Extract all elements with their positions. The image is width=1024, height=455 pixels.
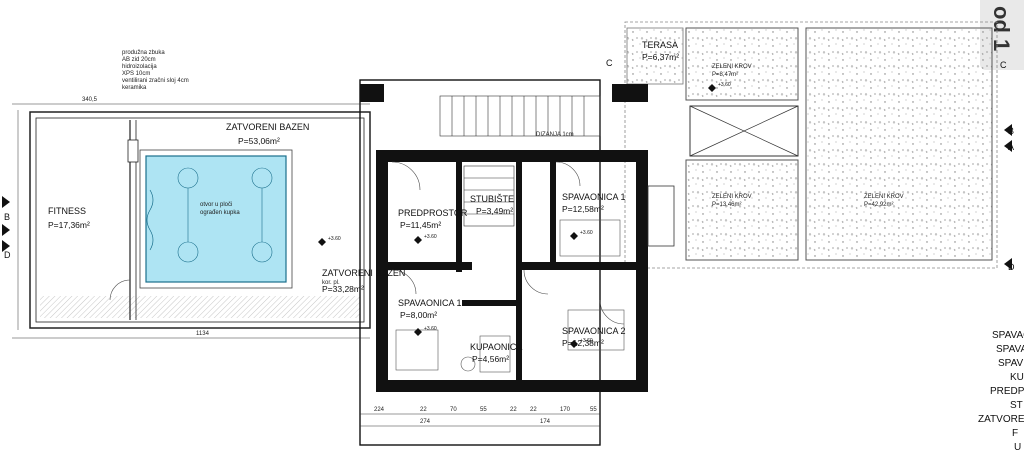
marker-d-left: D [4, 250, 11, 260]
marker-c-right: C [1000, 60, 1007, 70]
dim-row2-5: 174 [540, 419, 551, 425]
dim-row-5: 22 [510, 407, 517, 413]
room-name-zeleni2: ZELENI KROV [712, 194, 752, 200]
room-sub-bazen2: kor. pl. [322, 280, 340, 286]
room-name-kupaonica: KUPAONICA [470, 342, 522, 352]
room-name-zeleni1: ZELENI KROV [712, 64, 752, 70]
pool-note-2: ograđen kupka [200, 210, 240, 216]
elevation-6: +3.60 [718, 82, 731, 88]
legend-7: ZATVORENI [978, 414, 1024, 425]
legend-6: ST [1010, 400, 1023, 411]
room-name-zeleni3: ZELENI KROV [864, 194, 904, 200]
room-area-spavaonica2: P=12,38m² [562, 338, 604, 348]
room-area-bazen2: P=33,28m² [322, 284, 364, 294]
legend-8: F [1012, 428, 1018, 439]
marker-a-right: A [1008, 142, 1014, 152]
room-labels: FITNESS P=17,36m² ZATVORENI BAZEN P=53,0… [48, 40, 904, 364]
room-area-zeleni2: P=13,46m² [712, 202, 742, 208]
spec-3: hidroizolacija [122, 64, 157, 70]
dim-row-8: 55 [590, 407, 597, 413]
room-name-predprostor: PREDPROSTOR [398, 208, 468, 218]
legend-2: SPAVA [996, 344, 1024, 355]
spec-6: keramika [122, 85, 147, 91]
dim-row-4: 55 [480, 407, 487, 413]
legend-1: SPAVAC [992, 330, 1024, 341]
legend-5: PREDPR [990, 386, 1024, 397]
room-area-fitness: P=17,36m² [48, 220, 90, 230]
marker-b-right: B [1008, 126, 1014, 136]
room-name-spavaonica2: SPAVAONICA 2 [562, 326, 626, 336]
spec-5: ventilirani zračni sloj 4cm [122, 78, 189, 84]
dim-row-3: 70 [450, 407, 457, 413]
room-area-bazen: P=53,06m² [238, 136, 280, 146]
room-name-fitness: FITNESS [48, 206, 86, 216]
green-roof-area [624, 21, 998, 269]
elevation-3: +3.60 [580, 230, 593, 236]
dimension-labels: 340,5 1134 224 22 70 55 22 22 170 55 274… [82, 97, 597, 425]
marker-c-left: C [606, 58, 613, 68]
spec-4: XPS 10cm [122, 71, 150, 77]
elevation-4: +3.60 [424, 326, 437, 332]
room-area-zeleni1: P=8,47m² [712, 72, 738, 78]
pool-wing [29, 111, 371, 329]
spec-2: AB zid 20cm [122, 57, 156, 63]
dim-row-2: 22 [420, 407, 427, 413]
room-area-stubiste: P=3,49m² [476, 206, 513, 216]
legend-9: U [1014, 442, 1021, 453]
marker-d-right: D [1008, 262, 1015, 272]
spec-notes-top: produžna zbuka AB zid 20cm hidroizolacij… [122, 50, 189, 91]
marker-b-left: B [4, 212, 10, 222]
room-name-spavaonica-left: SPAVAONICA 1 [398, 298, 462, 308]
section-markers: B D B A D C C [2, 58, 1015, 272]
room-area-kupaonica: P=4,56m² [472, 354, 509, 364]
dim-bottom-total: 1134 [196, 331, 210, 337]
elevation-5: +3.60 [580, 338, 593, 344]
room-name-stubiste: STUBIŠTE 1 [470, 194, 522, 204]
house-plan [359, 79, 675, 446]
dim-top-fitness: 340,5 [82, 97, 98, 103]
elevation-2: +3.60 [424, 234, 437, 240]
dimension-lines [12, 103, 600, 427]
room-area-predprostor: P=11,45m² [400, 220, 441, 230]
stair-label: DIZANJA 1cm [536, 132, 574, 138]
legend-partial: SPAVAC SPAVA SPAV KU PREDPR ST ZATVORENI… [978, 330, 1024, 453]
legend-4: KU [1010, 372, 1024, 383]
room-area-spavaonica-left: P=8,00m² [400, 310, 437, 320]
dim-row-6: 22 [530, 407, 537, 413]
dim-row2-3: 274 [420, 419, 431, 425]
legend-3: SPAV [998, 358, 1024, 369]
room-name-terasa: TERASA [642, 40, 678, 50]
elevation-markers: +3.60 +3.60 +3.60 +3.60 +3.60 +3.60 [318, 82, 731, 348]
room-area-terasa: P=6,37m² [642, 52, 679, 62]
dim-row-1: 224 [374, 407, 385, 413]
elevation-1: +3.60 [328, 236, 341, 242]
spec-1: produžna zbuka [122, 50, 165, 56]
room-area-spavaonica1: P=12,58m² [562, 204, 604, 214]
pool-note-1: otvor u ploči [200, 202, 232, 208]
room-area-zeleni3: P=42,92m² [864, 202, 894, 208]
room-name-bazen2: ZATVORENI BAZEN [322, 268, 405, 278]
room-name-spavaonica1: SPAVAONICA 1 [562, 192, 626, 202]
dim-row-7: 170 [560, 407, 571, 413]
room-name-bazen: ZATVORENI BAZEN [226, 122, 309, 132]
